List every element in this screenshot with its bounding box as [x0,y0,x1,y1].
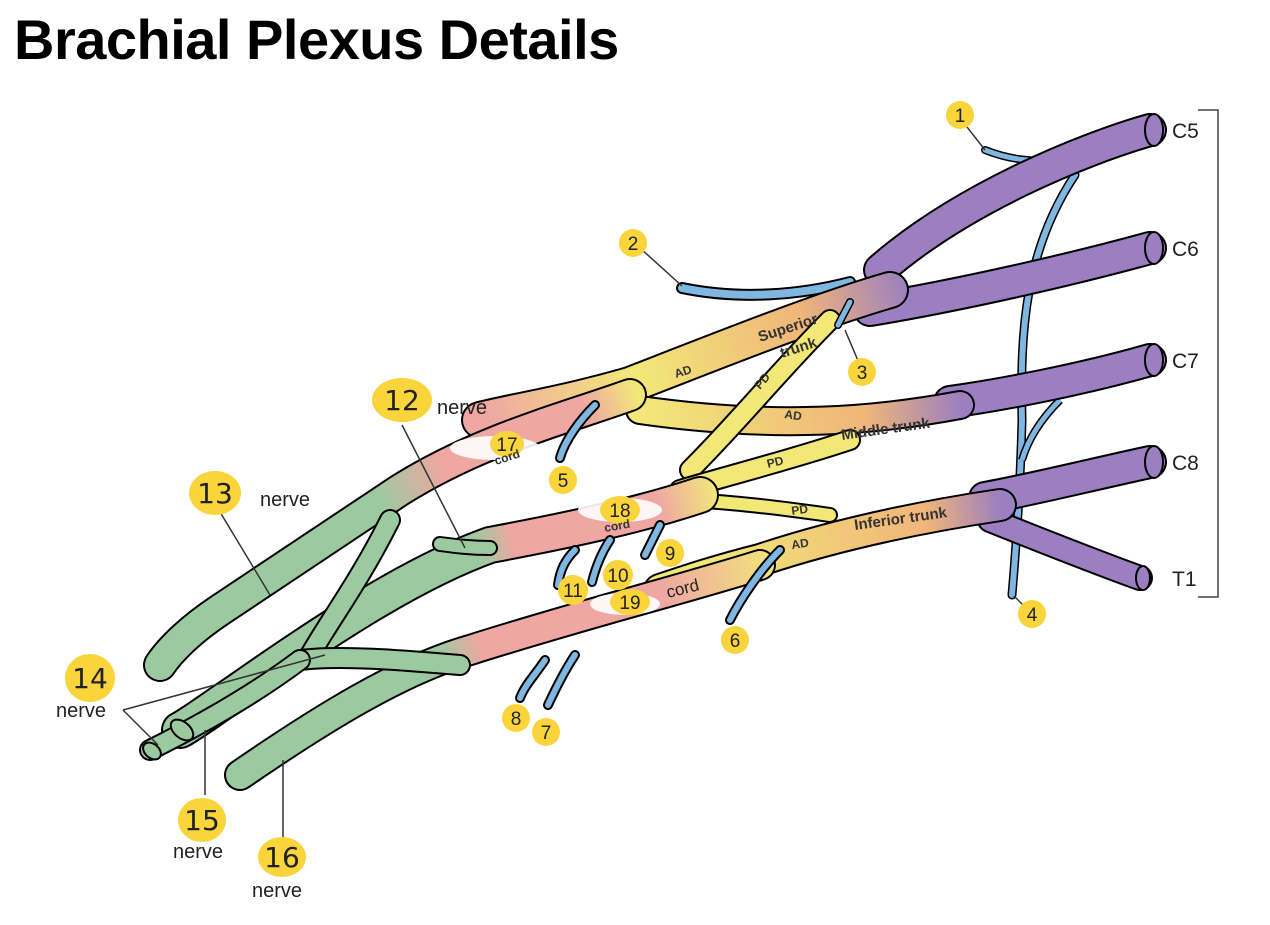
root-t1: T1 [1172,568,1197,591]
marker-7: 7 [532,718,560,746]
marker-3: 3 [848,358,876,386]
svg-text:11: 11 [563,581,583,602]
numbered-markers: 1 2 3 4 5 6 7 8 9 10 11 12 13 14 15 16 1… [65,101,1046,877]
root-c6: C6 [1172,238,1199,261]
root-c5: C5 [1172,120,1199,143]
svg-text:2: 2 [628,234,639,255]
marker-8: 8 [502,704,530,732]
svg-text:5: 5 [558,471,569,492]
svg-text:6: 6 [730,631,741,652]
nerve-label-14: nerve [56,700,106,722]
median-nerve-branches [139,509,471,761]
lateral-cord [143,378,647,682]
svg-text:3: 3 [857,363,868,384]
svg-text:15: 15 [184,804,220,837]
nerve-label-15: nerve [173,841,223,863]
marker-1: 1 [946,101,974,129]
marker-19: 19 [610,589,650,615]
svg-text:13: 13 [197,477,233,510]
svg-text:10: 10 [607,566,628,587]
root-labels: C5 C6 C7 C8 T1 [1172,120,1199,591]
marker-18: 18 [600,496,640,524]
svg-text:14: 14 [72,662,108,695]
svg-text:12: 12 [384,384,420,417]
nerve-label-12: nerve [437,397,487,419]
small-branch-nerves [515,298,854,710]
svg-text:18: 18 [609,501,630,522]
nerve-label-13: nerve [260,489,310,511]
marker-11: 11 [558,575,588,605]
posterior-cord-label: cord [603,517,631,535]
medial-cord [224,549,776,791]
marker-12: 12 [372,378,432,422]
ad-label-middle: AD [784,407,803,423]
marker-13: 13 [189,471,241,515]
marker-15: 15 [178,798,226,842]
svg-text:8: 8 [511,709,522,730]
marker-2: 2 [619,229,647,257]
leader-lines [122,117,1031,840]
root-c7: C7 [1172,350,1199,373]
marker-5: 5 [549,466,577,494]
division-labels: AD PD AD PD PD AD [673,362,810,552]
svg-text:19: 19 [619,593,640,614]
svg-text:17: 17 [496,435,517,456]
roots-bracket [1198,109,1219,598]
page-title: Brachial Plexus Details [14,8,619,71]
pd-label-inferior: PD [790,502,809,518]
nerve-label-16: nerve [252,880,302,902]
marker-14: 14 [65,654,115,702]
root-c8: C8 [1172,452,1199,475]
ad-label-inferior: AD [790,536,809,552]
svg-text:16: 16 [264,841,300,874]
suprascapular-nerve [676,276,856,301]
svg-text:1: 1 [955,106,966,127]
marker-9: 9 [656,539,684,567]
marker-16: 16 [258,837,306,877]
ad-label-superior: AD [673,362,694,381]
svg-text:9: 9 [665,544,676,565]
nerve-roots [853,113,1167,591]
marker-4: 4 [1018,600,1046,628]
middle-trunk [625,390,975,437]
svg-text:4: 4 [1027,605,1038,626]
long-thoracic-nerve [1007,170,1080,600]
nerve-labels: nerve nerve nerve nerve nerve [56,397,487,902]
marker-6: 6 [721,626,749,654]
marker-10: 10 [603,560,633,590]
pd-label-middle: PD [765,453,785,471]
svg-text:7: 7 [541,723,552,744]
marker-17: 17 [490,431,524,457]
